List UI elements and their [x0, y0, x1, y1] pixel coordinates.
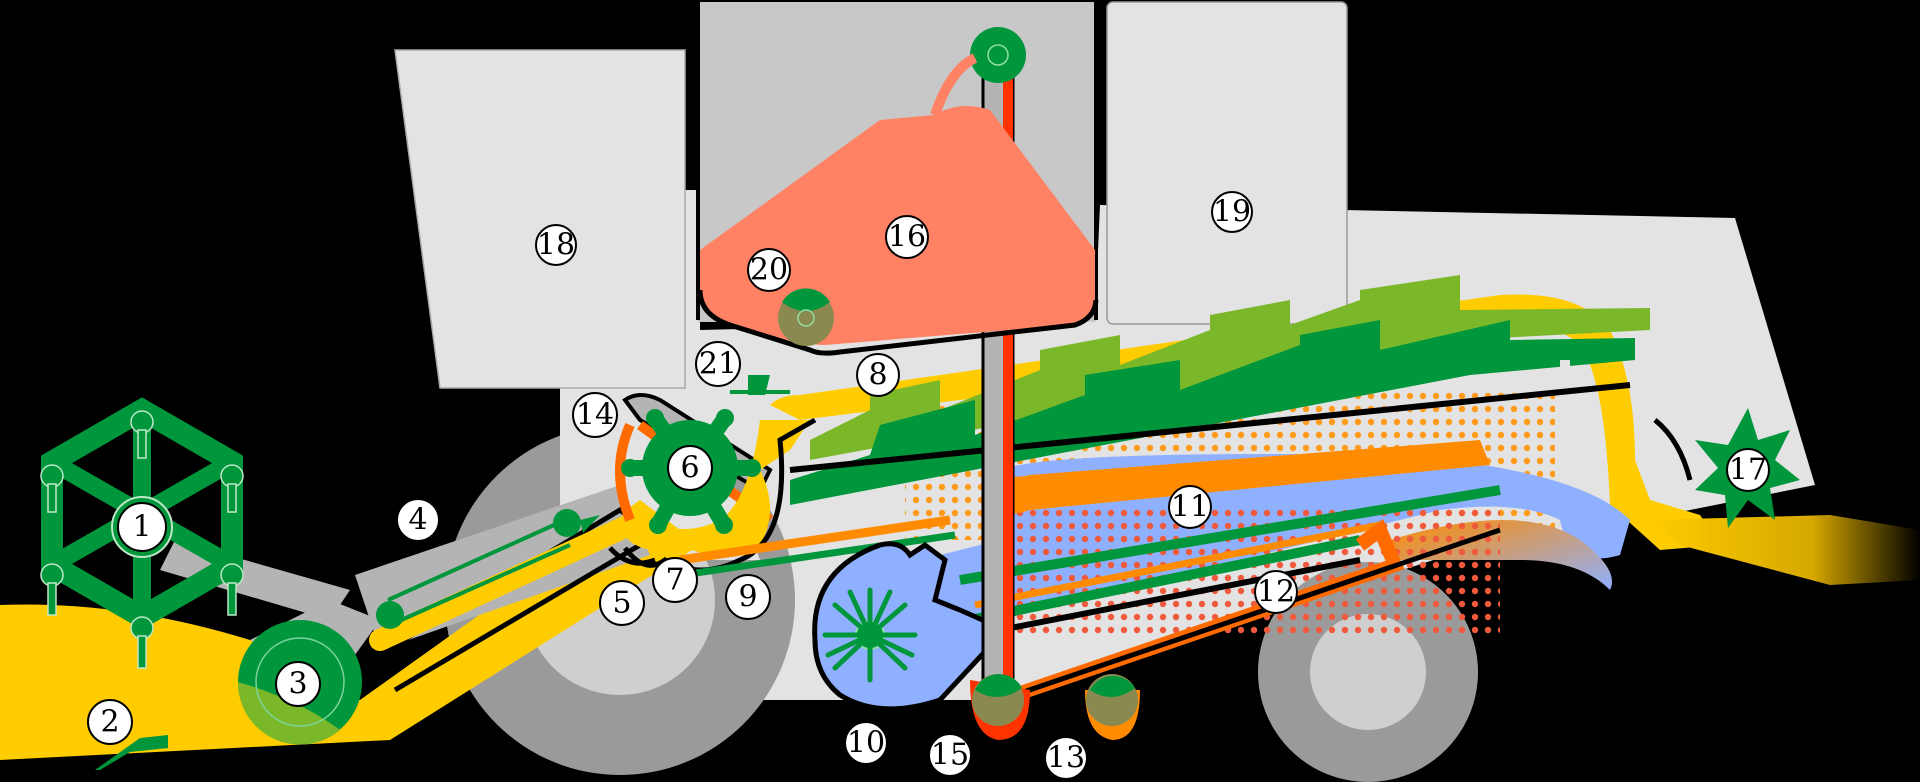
callout-circle [117, 502, 167, 552]
callout-number: 2 [100, 705, 119, 740]
callout-straw-chopper: 17 [1726, 448, 1770, 492]
callout-impeller: 21 [695, 341, 741, 387]
callout-number: 16 [888, 220, 926, 255]
callout-circle [667, 445, 713, 491]
tailings-auger [1085, 674, 1140, 740]
callout-upper-sieve: 11 [1168, 485, 1212, 529]
callout-number: 6 [680, 451, 699, 486]
callout-circle [535, 224, 577, 266]
callout-circle [87, 699, 133, 745]
callout-circle [1726, 448, 1770, 492]
callout-grain-pan: 9 [725, 574, 771, 620]
grain-auger [970, 674, 1030, 740]
feeder-chain [376, 509, 600, 629]
cutter-bar [95, 735, 168, 770]
callout-number: 11 [1171, 490, 1209, 525]
callout-circle [572, 392, 618, 438]
callout-circle [1211, 191, 1253, 233]
callout-grain-auger: 15 [928, 733, 972, 777]
callout-number: 13 [1047, 741, 1085, 776]
callout-circle [1044, 736, 1088, 780]
callout-number: 19 [1213, 195, 1251, 230]
callout-stone-trap: 5 [599, 580, 645, 626]
callout-circle [725, 574, 771, 620]
callout-circle [1254, 570, 1298, 614]
callout-circle [885, 215, 929, 259]
callout-tailings-auger: 13 [1044, 736, 1088, 780]
cab-panel [394, 49, 686, 389]
callout-number: 7 [665, 563, 684, 598]
stone-trap [608, 546, 656, 566]
callout-circle [275, 661, 321, 707]
callout-reel: 1 [117, 502, 167, 552]
callout-number: 5 [612, 586, 631, 621]
callout-circle [695, 341, 741, 387]
fan [812, 541, 1010, 712]
grain-pan [679, 515, 951, 565]
callout-circle [747, 248, 791, 292]
callout-number: 4 [408, 503, 427, 538]
callout-threshing-drum: 6 [667, 445, 713, 491]
callout-number: 20 [750, 253, 788, 288]
callout-unloading-auger: 20 [747, 248, 791, 292]
callout-engine: 19 [1211, 191, 1253, 233]
callout-fan: 10 [844, 721, 888, 765]
callout-number: 14 [576, 398, 614, 433]
callout-circle [396, 498, 440, 542]
callout-circle [599, 580, 645, 626]
callout-number: 21 [699, 347, 737, 382]
callout-concave: 7 [652, 557, 698, 603]
callout-circle [1168, 485, 1212, 529]
callout-circle [856, 353, 900, 397]
callout-lower-sieve: 12 [1254, 570, 1298, 614]
callout-number: 3 [288, 667, 307, 702]
callout-number: 8 [868, 358, 887, 393]
straw-output [1650, 515, 1920, 585]
callout-feeder-conveyor: 4 [396, 498, 440, 542]
callout-number: 1 [132, 510, 151, 545]
callout-number: 9 [738, 580, 757, 615]
callout-grain-tank: 16 [885, 215, 929, 259]
straw-walker-base [789, 382, 1631, 473]
unloading-auger [778, 288, 834, 346]
callout-circle [928, 733, 972, 777]
callout-number: 10 [847, 726, 885, 761]
callout-circle [652, 557, 698, 603]
callout-number: 18 [537, 228, 575, 263]
callout-cutter-bar: 2 [87, 699, 133, 745]
callout-header-auger: 3 [275, 661, 321, 707]
callout-cab: 18 [535, 224, 577, 266]
callout-number: 17 [1729, 453, 1767, 488]
callout-number: 12 [1257, 575, 1295, 610]
callout-number: 15 [931, 738, 969, 773]
callout-tailings-return: 14 [572, 392, 618, 438]
engine-panel [1106, 1, 1348, 325]
cleaning-shoe [679, 440, 1630, 707]
callout-circle [844, 721, 888, 765]
callout-straw-walker: 8 [856, 353, 900, 397]
impeller [730, 375, 790, 395]
